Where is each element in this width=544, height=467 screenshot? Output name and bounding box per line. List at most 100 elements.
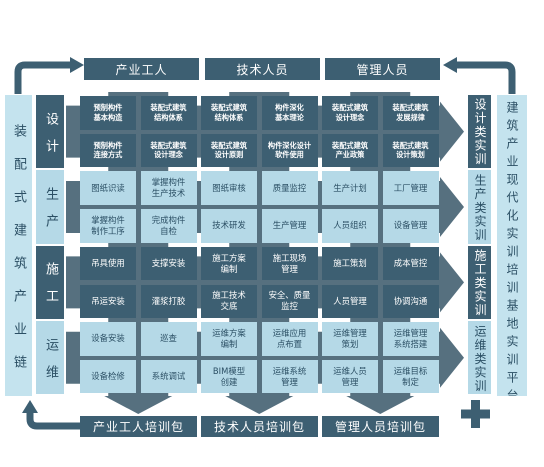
competency-cell-text: 人员管理 xyxy=(333,295,367,306)
competency-cell-text: 产业政策 xyxy=(335,150,365,160)
competency-cell-text: 施工现场 xyxy=(272,252,307,263)
role-header-label: 管理人员 xyxy=(356,62,409,77)
competency-cell-text: 运维系统 xyxy=(272,365,307,376)
competency-cell: 预制构件连接方式 xyxy=(80,133,136,168)
competency-cell-text: 设计理念 xyxy=(335,112,365,122)
competency-cell-text: 结构体系 xyxy=(214,112,244,122)
competency-cell: 系统调试 xyxy=(140,359,197,394)
top-right-return-arrow-icon xyxy=(443,57,516,94)
training-type-label-production: 生产类实训 xyxy=(473,173,487,242)
training-platform-box: 建筑产业现代化实训培训基地实训平台 xyxy=(497,95,527,396)
competency-cell-text: 设备安装 xyxy=(91,333,125,344)
competency-cell-text: 成本管控 xyxy=(393,258,428,269)
competency-cell: 装配式建筑产业政策 xyxy=(322,133,378,168)
competency-cell-text: 装配式建筑 xyxy=(211,103,247,113)
competency-cell-text: 掌握构件 xyxy=(91,214,125,225)
stage-box-construction: 施工 xyxy=(36,245,64,319)
competency-cell: 图纸审核 xyxy=(201,171,257,205)
role-header-technical-staff: 技术人员 xyxy=(205,58,320,80)
competency-cell-text: 技术研发 xyxy=(212,220,246,231)
bottom-left-return-arrow-icon xyxy=(22,400,80,430)
competency-cell: 技术研发 xyxy=(201,209,257,243)
competency-cell-text: 完成构件 xyxy=(151,214,186,225)
competency-cell-text: 运维管理 xyxy=(393,328,428,339)
competency-cell: 施工技术交底 xyxy=(201,284,257,318)
competency-cell-text: 策划 xyxy=(341,338,359,349)
competency-cell-text: 装配式建筑 xyxy=(211,141,247,151)
competency-cell: 运维系统管理 xyxy=(261,359,318,394)
competency-cell-text: 装配式建筑 xyxy=(392,103,429,113)
competency-cell: 掌握构件生产技术 xyxy=(140,171,197,205)
competency-cell: 吊运安装 xyxy=(80,284,136,318)
competency-cell-text: 系统搭建 xyxy=(393,338,428,349)
competency-cell: 吊具使用 xyxy=(80,246,136,281)
stage-label-operation: 运维 xyxy=(43,337,58,392)
stage-box-production: 生产 xyxy=(36,170,64,244)
industry-chain-box: 装配式建筑产业链 xyxy=(5,95,32,396)
competency-cell-text: 装配式建筑 xyxy=(332,141,368,151)
competency-cell: 施工策划 xyxy=(322,246,378,281)
competency-cell-text: 设备管理 xyxy=(393,220,428,231)
competency-cell: 构件深化设计软件使用 xyxy=(261,133,318,168)
competency-cell-text: 运维方案 xyxy=(212,328,246,339)
stage-label-design: 设计 xyxy=(43,111,58,166)
competency-cell-text: 支撑安装 xyxy=(151,258,186,269)
competency-cell: 人员管理 xyxy=(322,284,378,318)
competency-cell: 施工方案编制 xyxy=(201,246,257,281)
training-type-box-production: 生产类实训 xyxy=(468,170,491,244)
role-header-label: 产业工人 xyxy=(115,62,168,77)
competency-cell: 装配式建筑结构体系 xyxy=(201,96,257,130)
competency-cell-text: 图纸识读 xyxy=(91,182,125,193)
competency-cell-text: 装配式建筑 xyxy=(392,141,429,151)
competency-cell: 运维人员管理 xyxy=(322,359,378,394)
competency-cell-text: 生产管理 xyxy=(272,220,307,231)
competency-cell-text: 装配式建筑 xyxy=(150,141,187,151)
competency-cell-text: 运维人员 xyxy=(333,365,367,376)
competency-cell-text: 编制 xyxy=(220,263,238,274)
competency-cell-text: 施工策划 xyxy=(333,258,367,269)
training-type-box-design: 设计类实训 xyxy=(468,95,491,169)
competency-cell: 设备管理 xyxy=(382,209,439,243)
competency-cell-text: 点布置 xyxy=(276,338,303,349)
competency-cell: 运维管理系统搭建 xyxy=(382,322,439,356)
role-header-industry-workers: 产业工人 xyxy=(84,58,199,80)
competency-cell-text: 发展规律 xyxy=(396,112,425,122)
competency-cell: 工厂管理 xyxy=(382,171,439,205)
competency-cell-text: 生产技术 xyxy=(151,188,186,199)
competency-cell-text: 管理 xyxy=(281,263,298,274)
competency-cell-text: 灌浆打胶 xyxy=(151,295,186,306)
competency-cell-text: 质量监控 xyxy=(272,182,307,193)
competency-cell-text: 构件深化 xyxy=(275,103,304,113)
training-type-label-operation: 运维类实训 xyxy=(473,324,487,393)
competency-cell-text: 设计原则 xyxy=(214,150,244,160)
competency-cell-text: 交底 xyxy=(220,301,238,312)
competency-cell-text: 基本理论 xyxy=(275,112,304,122)
competency-cell-text: 装配式建筑 xyxy=(150,103,187,113)
competency-cell: 运维方案编制 xyxy=(201,322,257,356)
competency-cell: 构件深化基本理论 xyxy=(261,96,318,130)
competency-cell-text: 施工技术 xyxy=(212,290,246,301)
competency-cell-text: 施工方案 xyxy=(212,252,246,263)
competency-cell-text: 管理 xyxy=(341,376,359,387)
competency-cell-text: 创建 xyxy=(220,376,238,387)
competency-cell: 巡查 xyxy=(140,322,197,356)
competency-cell-text: 安全、质量 xyxy=(268,290,311,301)
competency-cell-text: 监控 xyxy=(281,301,298,312)
training-type-box-operation: 运维类实训 xyxy=(468,321,491,395)
competency-cell-text: 装配式建筑 xyxy=(332,103,368,113)
competency-cell-text: 自检 xyxy=(160,225,177,236)
industry-chain-label: 装配式建筑产业链 xyxy=(11,123,26,388)
competency-cell-text: 吊运安装 xyxy=(91,295,125,306)
competency-cell: 预制构件基本构造 xyxy=(80,96,136,130)
competency-cell-text: 预制构件 xyxy=(93,141,123,151)
competency-cell-text: 设备检修 xyxy=(91,371,125,382)
competency-cell-text: 运维管理 xyxy=(333,328,367,339)
competency-cell-text: 工厂管理 xyxy=(393,182,428,193)
competency-cell-text: 图纸审核 xyxy=(212,182,246,193)
competency-cell: 安全、质量监控 xyxy=(261,284,318,318)
competency-cell: 生产计划 xyxy=(322,171,378,205)
competency-cell-text: 连接方式 xyxy=(93,150,123,160)
competency-cell-text: 管理 xyxy=(281,376,298,387)
competency-cell: 生产管理 xyxy=(261,209,318,243)
